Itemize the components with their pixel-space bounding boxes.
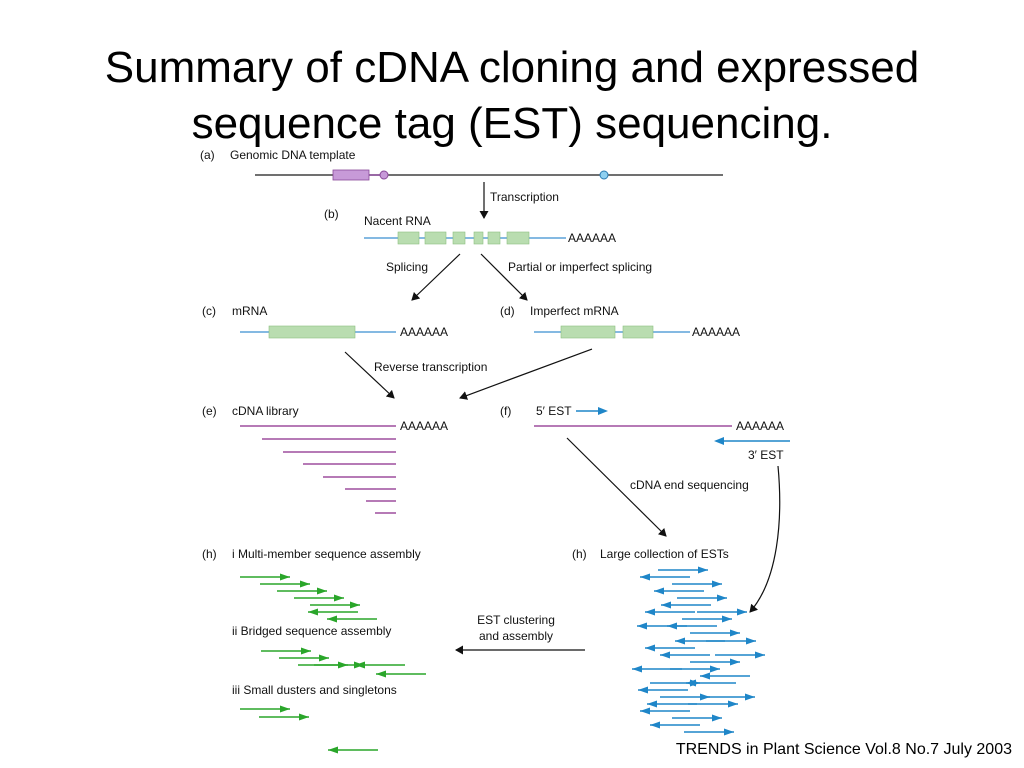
- mrna: [240, 325, 396, 339]
- genomic-marker-purple: [379, 170, 389, 180]
- green-est-read: [294, 594, 344, 602]
- clustering-label-1: EST clustering: [477, 613, 555, 627]
- green-est-read: [277, 587, 327, 595]
- blue-est-read: [682, 615, 732, 623]
- blue-est-read: [650, 721, 700, 729]
- blue-est-read: [715, 651, 765, 659]
- multi-member-assembly: [240, 573, 377, 623]
- panel-b-polya: AAAAAA: [568, 231, 616, 245]
- blue-est-read: [690, 629, 740, 637]
- nascent-rna: [364, 231, 566, 245]
- blue-est-read: [670, 665, 720, 673]
- green-est-read: [260, 580, 310, 588]
- blue-est-read: [660, 651, 710, 659]
- bridged-assembly: [261, 647, 426, 678]
- panel-a-letter: (a): [200, 148, 215, 162]
- partial-splicing-arrow: [480, 253, 528, 301]
- green-est-read: [240, 705, 290, 713]
- title-line-1: Summary of cDNA cloning and expressed: [104, 43, 920, 92]
- splicing-label: Splicing: [386, 260, 428, 274]
- blue-est-read: [660, 693, 710, 701]
- panel-h-iii-label: iii Small dusters and singletons: [232, 683, 397, 697]
- blue-est-read: [640, 573, 690, 581]
- panel-f-5-est-label: 5′ EST: [536, 404, 572, 418]
- genomic-marker-blue: [599, 170, 609, 180]
- blue-est-read: [697, 608, 747, 616]
- cdna-library: [240, 425, 396, 514]
- green-est-read: [376, 670, 426, 678]
- blue-est-read: [654, 587, 704, 595]
- green-est-read: [328, 746, 378, 754]
- panel-e-label: cDNA library: [232, 404, 299, 418]
- panel-e-polya: AAAAAA: [400, 419, 448, 433]
- blue-est-read: [675, 637, 725, 645]
- clustering-label-2: and assembly: [479, 629, 553, 643]
- panel-f-polya: AAAAAA: [736, 419, 784, 433]
- blue-est-read: [637, 622, 687, 630]
- green-est-read: [259, 713, 309, 721]
- splicing-arrow: [411, 253, 461, 301]
- panel-d-polya: AAAAAA: [692, 325, 740, 339]
- slide-title: Summary of cDNA cloning and expressed se…: [0, 40, 1024, 152]
- green-est-read: [308, 608, 358, 616]
- est-collection: [632, 566, 765, 736]
- panel-c-label: mRNA: [232, 304, 267, 318]
- three-prime-est-arrow: [714, 437, 790, 445]
- blue-est-read: [700, 672, 750, 680]
- reverse-transcription-arrow-right: [459, 348, 593, 400]
- transcription-label: Transcription: [490, 190, 559, 204]
- genomic-exon-box: [332, 169, 370, 181]
- panel-h-ii-label: ii Bridged sequence assembly: [232, 624, 391, 638]
- blue-est-read: [640, 707, 690, 715]
- panel-f-3-est-label: 3′ EST: [748, 448, 784, 462]
- panel-a-label: Genomic DNA template: [230, 148, 356, 162]
- green-est-read: [279, 654, 329, 662]
- imperfect-mrna: [534, 325, 690, 339]
- reverse-transcription-label: Reverse transcription: [374, 360, 487, 374]
- blue-est-read: [672, 714, 722, 722]
- genomic-dna-template: [255, 169, 723, 181]
- green-est-read: [355, 661, 405, 669]
- panel-b-label: Nacent RNA: [364, 214, 431, 228]
- five-prime-est-arrow: [576, 407, 608, 415]
- title-line-2: sequence tag (EST) sequencing.: [191, 99, 833, 148]
- source-caption: TRENDS in Plant Science Vol.8 No.7 July …: [675, 741, 1012, 758]
- blue-est-read: [645, 608, 695, 616]
- green-est-read: [261, 647, 311, 655]
- panel-h-i-label: i Multi-member sequence assembly: [232, 547, 421, 561]
- blue-est-read: [688, 700, 738, 708]
- panel-e-letter: (e): [202, 404, 217, 418]
- panel-d-label: Imperfect mRNA: [530, 304, 619, 318]
- green-est-read: [240, 573, 290, 581]
- panel-h-right-label: Large collection of ESTs: [600, 547, 729, 561]
- blue-est-read: [672, 580, 722, 588]
- blue-est-read: [684, 728, 734, 736]
- end-sequencing-arrow-5: [566, 437, 667, 537]
- end-sequencing-label: cDNA end sequencing: [630, 478, 749, 492]
- blue-est-read: [645, 644, 695, 652]
- blue-est-read: [638, 686, 688, 694]
- panel-c-letter: (c): [202, 304, 216, 318]
- blue-est-read: [705, 693, 755, 701]
- panel-c-polya: AAAAAA: [400, 325, 448, 339]
- panel-b-letter: (b): [324, 207, 339, 221]
- panel-h-right-letter: (h): [572, 547, 587, 561]
- blue-est-read: [658, 566, 708, 574]
- panel-h-left-letter: (h): [202, 547, 217, 561]
- small-clusters-singletons: [240, 705, 378, 754]
- blue-est-read: [686, 679, 736, 687]
- blue-est-read: [661, 601, 711, 609]
- blue-est-read: [690, 658, 740, 666]
- panel-d-letter: (d): [500, 304, 515, 318]
- green-est-read: [327, 615, 377, 623]
- panel-f-letter: (f): [500, 404, 511, 418]
- partial-splicing-label: Partial or imperfect splicing: [508, 260, 652, 274]
- green-est-read: [310, 601, 360, 609]
- blue-est-read: [677, 594, 727, 602]
- reverse-transcription-arrow-left: [344, 351, 395, 399]
- end-sequencing-arrow-3: [749, 465, 781, 613]
